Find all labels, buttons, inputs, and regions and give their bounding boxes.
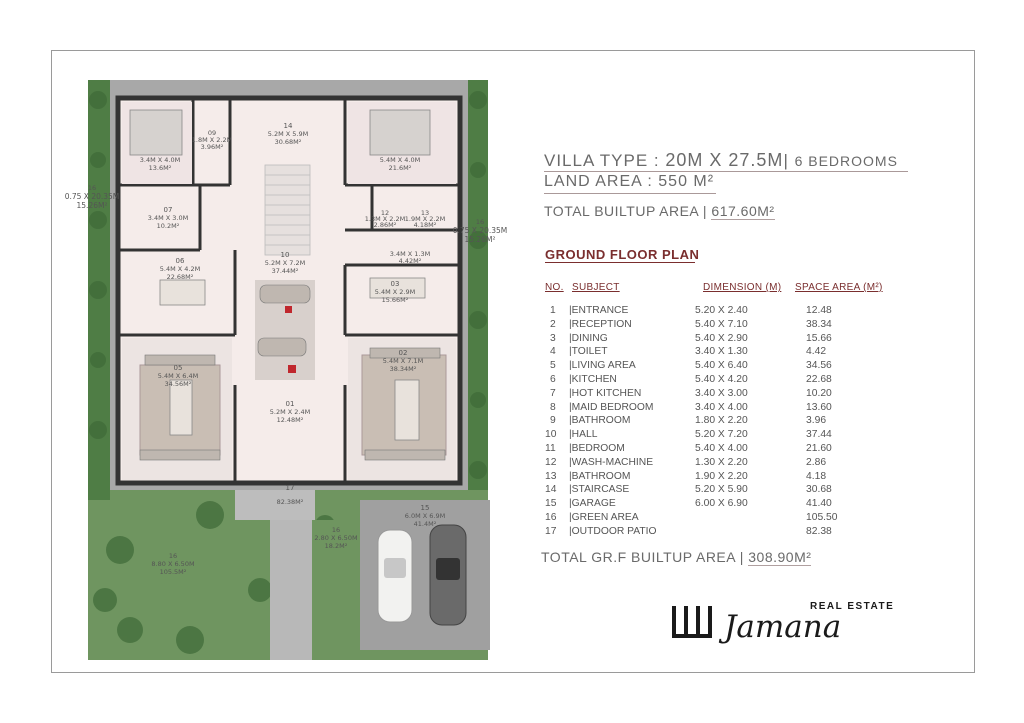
label-07-no: 07: [164, 206, 173, 214]
label-02-dim: 5.4M X 7.1M: [383, 357, 423, 365]
label-02-no: 02: [399, 349, 408, 357]
label-06-no: 06: [176, 257, 185, 265]
tree-icons: [89, 91, 487, 654]
green-right-label: 16 0.75 X 20.35M 15.26M²: [453, 218, 508, 244]
label-16b-dim: 2.80 X 6.50M: [314, 534, 357, 542]
label-01-dim: 5.2M X 2.4M: [270, 408, 310, 416]
label-08-dim: 3.4M X 4.0M: [140, 156, 180, 164]
label-08-area: 13.6M²: [149, 164, 172, 172]
label-14-dim: 5.2M X 5.9M: [268, 130, 308, 138]
label-17-area: 82.38M²: [277, 498, 304, 506]
label-12-dim: 1.3M X 2.2M: [365, 215, 405, 223]
label-15-no: 15: [421, 504, 430, 512]
car-icons: [377, 524, 467, 626]
label-17-no: 17: [286, 484, 295, 492]
sofa-icons: [139, 284, 446, 461]
label-16b-no: 16: [332, 526, 340, 534]
label-03-dim: 5.4M X 2.9M: [375, 288, 415, 296]
label-03-area: 15.66M²: [382, 296, 409, 304]
dining-table-icons: [159, 277, 426, 441]
staircase: [264, 164, 311, 256]
label-02-area: 38.34M²: [390, 365, 417, 373]
label-05-no: 05: [174, 364, 183, 372]
label-04-dim: 3.4M X 1.3M: [390, 250, 430, 258]
label-01-no: 01: [286, 400, 295, 408]
label-09-dim: 1.8M X 2.2M: [192, 136, 232, 144]
label-03-no: 03: [391, 280, 400, 288]
floor-plan: 14 5.2M X 5.9M 30.68M² 3.4M X 4.0M 13.6M…: [88, 80, 490, 660]
label-11-area: 21.6M²: [389, 164, 412, 172]
label-13-dim: 1.9M X 2.2M: [405, 215, 445, 223]
label-13-area: 4.18M²: [414, 221, 437, 229]
label-16l-area: 15.26M²: [77, 201, 108, 210]
label-16a-area: 105.5M²: [160, 568, 187, 576]
label-15-area: 41.4M²: [414, 520, 437, 528]
label-10-no: 10: [281, 251, 290, 259]
label-12-area: 2.86M²: [374, 221, 397, 229]
label-12-no: 12: [381, 209, 389, 217]
label-16r-area: 15.26M²: [465, 235, 496, 244]
label-06-dim: 5.4M X 4.2M: [160, 265, 200, 273]
label-16a-dim: 8.80 X 6.50M: [151, 560, 194, 568]
label-09-area: 3.96M²: [201, 143, 224, 151]
label-05-dim: 5.4M X 6.4M: [158, 372, 198, 380]
label-05-area: 34.56M²: [165, 380, 192, 388]
label-16r-dim: 0.75 X 20.35M: [453, 226, 508, 235]
label-16r-no: 16: [476, 218, 484, 226]
label-10-dim: 5.2M X 7.2M: [265, 259, 305, 267]
label-14-no: 14: [284, 122, 293, 130]
walkway: [270, 520, 312, 660]
label-14-area: 30.68M²: [275, 138, 302, 146]
green-left-label: 16 0.75 X 20.35M 15.26M²: [65, 184, 120, 210]
label-06-area: 22.68M²: [167, 273, 194, 281]
label-01-area: 12.48M²: [277, 416, 304, 424]
interior-walls: [118, 98, 460, 483]
label-07-area: 10.2M²: [157, 222, 180, 230]
label-16a-no: 16: [169, 552, 177, 560]
label-10-area: 37.44M²: [272, 267, 299, 275]
bed-icons: [129, 109, 431, 156]
label-16b-area: 18.2M²: [325, 542, 348, 550]
label-07-dim: 3.4M X 3.0M: [148, 214, 188, 222]
label-16l-no: 16: [88, 184, 96, 192]
label-13-no: 13: [421, 209, 429, 217]
label-11-dim: 5.4M X 4.0M: [380, 156, 420, 164]
label-04-area: 4.42M²: [399, 257, 422, 265]
label-15-dim: 6.0M X 6.9M: [405, 512, 445, 520]
label-09-no: 09: [208, 129, 216, 137]
label-16l-dim: 0.75 X 20.35M: [65, 192, 120, 201]
